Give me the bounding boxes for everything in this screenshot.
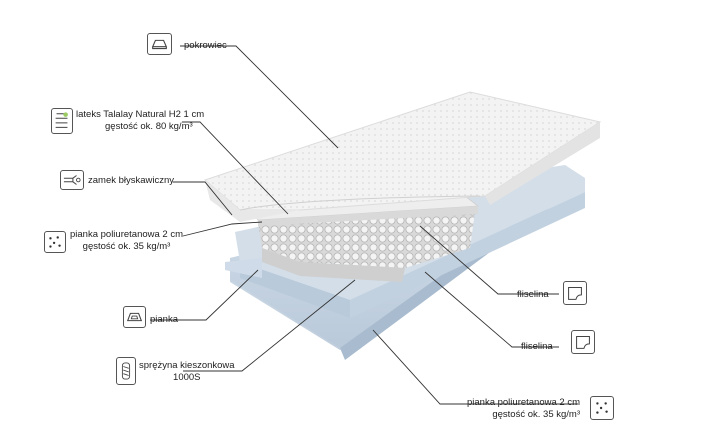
spring-label: sprężyna kieszonkowa 1000S — [139, 360, 235, 384]
leader-spring — [183, 279, 356, 372]
fleece-sheet-icon — [563, 281, 587, 305]
fleece-sheet-icon — [571, 330, 595, 354]
cover-label: pokrowiec — [184, 40, 227, 51]
mattress-cover-icon — [147, 33, 172, 55]
foam-dots-icon — [44, 231, 66, 253]
fleece-1-label: fliselina — [517, 289, 549, 300]
spring-label-line1: sprężyna kieszonkowa — [139, 360, 235, 371]
leader-foam-top — [182, 221, 263, 237]
foam-dots-icon — [590, 396, 614, 420]
pocket-spring-icon — [116, 357, 136, 385]
latex-label-line2: gęstość ok. 80 kg/m³ — [105, 121, 193, 132]
latex-label: lateks Talalay Natural H2 1 cm gęstość o… — [76, 109, 204, 133]
foam-bottom-label: pianka poliuretanowa 2 cm gęstość ok. 35… — [440, 397, 580, 421]
foam-bottom-label-line2: gęstość ok. 35 kg/m³ — [492, 409, 580, 420]
foam-bottom-label-line1: pianka poliuretanowa 2 cm — [466, 397, 580, 408]
latex-layer-icon — [51, 108, 73, 134]
zipper-label: zamek błyskawiczny — [88, 175, 175, 186]
foam-frame-icon — [123, 306, 146, 328]
leader-fleece-2 — [424, 271, 559, 348]
zipper-icon — [60, 170, 84, 190]
leader-latex — [182, 121, 289, 215]
leader-zipper — [173, 181, 233, 216]
latex-label-line1: lateks Talalay Natural H2 1 cm — [76, 109, 205, 120]
foam-label: pianka — [150, 314, 178, 325]
foam-top-label: pianka poliuretanowa 2 cm gęstość ok. 35… — [70, 229, 183, 253]
leader-fleece-1 — [419, 225, 559, 295]
spring-label-line2: 1000S — [173, 372, 201, 383]
fleece-2-label: fliselina — [521, 341, 553, 352]
leader-lines — [150, 45, 578, 405]
foam-top-label-line2: gęstość ok. 35 kg/m³ — [82, 241, 171, 252]
leader-foam — [150, 269, 259, 321]
leader-cover — [180, 45, 339, 149]
foam-top-label-line1: pianka poliuretanowa 2 cm — [70, 229, 184, 240]
leader-foam-bottom — [372, 329, 578, 405]
